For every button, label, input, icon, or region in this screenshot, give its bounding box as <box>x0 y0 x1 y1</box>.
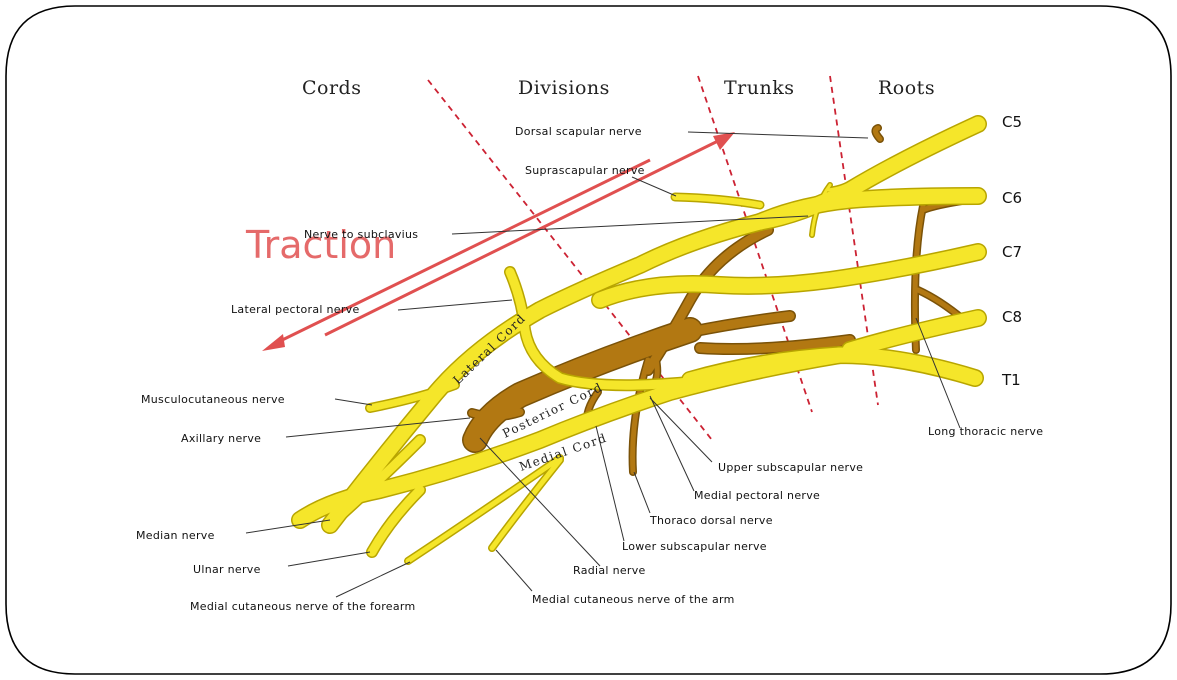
root-label-c7: C7 <box>1002 243 1022 261</box>
root-label-c5: C5 <box>1002 113 1022 131</box>
label-suprascapular: Suprascapular nerve <box>525 164 645 177</box>
label-medial-cutaneous-arm: Medial cutaneous nerve of the arm <box>532 593 735 606</box>
label-musculocutaneous: Musculocutaneous nerve <box>141 393 285 406</box>
root-label-c6: C6 <box>1002 189 1022 207</box>
column-divisions: Divisions <box>518 77 610 99</box>
label-lateral-pectoral: Lateral pectoral nerve <box>231 303 360 316</box>
label-subclavius: Nerve to subclavius <box>304 228 418 241</box>
root-label-t1: T1 <box>1001 371 1021 389</box>
label-dorsal-scapular: Dorsal scapular nerve <box>515 125 642 138</box>
column-trunks: Trunks <box>724 77 795 99</box>
label-radial: Radial nerve <box>573 564 646 577</box>
column-cords: Cords <box>302 77 361 99</box>
label-medial-cutaneous-forearm: Medial cutaneous nerve of the forearm <box>190 600 416 613</box>
label-medial-pectoral: Medial pectoral nerve <box>694 489 820 502</box>
label-upper-subscapular: Upper subscapular nerve <box>718 461 863 474</box>
label-lower-subscapular: Lower subscapular nerve <box>622 540 767 553</box>
root-label-c8: C8 <box>1002 308 1022 326</box>
label-ulnar: Ulnar nerve <box>193 563 261 576</box>
column-roots: Roots <box>878 77 935 99</box>
label-axillary: Axillary nerve <box>181 432 261 445</box>
label-median: Median nerve <box>136 529 215 542</box>
label-thoracodorsal: Thoraco dorsal nerve <box>649 514 773 527</box>
label-long-thoracic: Long thoracic nerve <box>928 425 1043 438</box>
